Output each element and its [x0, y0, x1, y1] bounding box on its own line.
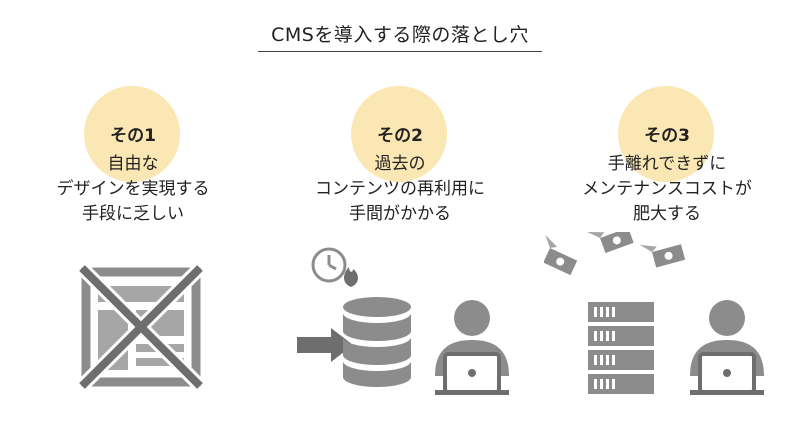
pitfall-2-line-2: コンテンツの再利用に [315, 179, 485, 199]
pitfall-1-line-3: 手段に乏しい [82, 204, 184, 224]
pitfall-3-line-3: 肥大する [633, 204, 701, 224]
pitfall-3: その3 手離れできずに メンテナンスコストが 肥大する [534, 0, 800, 429]
title-underline [258, 51, 542, 52]
pitfall-3-circle [618, 86, 714, 182]
person-laptop-icon [435, 300, 509, 395]
pitfall-1-label: その1 [110, 126, 156, 146]
pitfall-3-line-2: メンテナンスコストが [582, 179, 752, 199]
flying-money-icon [544, 232, 686, 276]
pitfall-1: その1 自由な デザインを実現する 手段に乏しい [0, 0, 266, 429]
pitfall-3-line-1: 手離れできずに [607, 154, 727, 174]
pitfall-3-label: その3 [644, 126, 690, 146]
pitfall-2-label: その2 [377, 126, 423, 146]
clock-fire-icon [311, 247, 358, 287]
pitfall-2: その2 過去の コンテンツの再利用に 手間がかかる [267, 0, 533, 429]
arrow-right-icon [297, 328, 353, 362]
pitfall-2-description: 過去の コンテンツの再利用に 手間がかかる [267, 152, 533, 227]
person-laptop-icon [690, 300, 764, 395]
pitfall-1-line-1: 自由な [107, 154, 159, 174]
pitfall-1-circle [84, 86, 180, 182]
pitfall-3-description: 手離れできずに メンテナンスコストが 肥大する [534, 152, 800, 227]
crossed-out-layout-icon [77, 263, 205, 391]
database-icon [343, 297, 411, 387]
pitfall-1-line-2: デザインを実現する [56, 179, 210, 199]
pitfall-2-circle [351, 86, 447, 182]
server-rack-icon [588, 302, 654, 394]
pitfall-1-description: 自由な デザインを実現する 手段に乏しい [0, 152, 266, 227]
diagram-title: CMSを導入する際の落とし穴 [271, 24, 529, 46]
pitfall-2-line-1: 過去の [374, 154, 426, 174]
pitfall-2-line-3: 手間がかかる [349, 204, 451, 224]
